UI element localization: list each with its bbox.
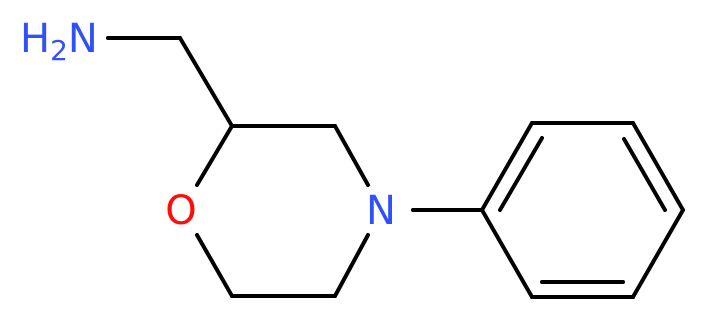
nitrogen-atom: N <box>366 188 396 234</box>
amine-hydrogen: H <box>20 16 50 62</box>
ring-bond-4 <box>631 208 685 299</box>
bond-c3-n4 <box>333 124 370 187</box>
bond-c6-o1 <box>195 233 234 298</box>
oxygen-atom: O <box>165 188 196 234</box>
ring-bond-3 <box>631 121 685 212</box>
bond-ch2-c2 <box>178 36 234 128</box>
bond-n4-c5 <box>333 233 370 298</box>
atom-labels: H2N O N <box>20 16 396 234</box>
ring-bond-1 <box>480 121 534 212</box>
amine-subscript: 2 <box>50 34 68 67</box>
bond-o1-c2 <box>195 124 234 187</box>
ring-double-bond-1 <box>498 136 544 212</box>
ring-double-bond-2 <box>622 137 667 212</box>
amine-nitrogen: N <box>68 16 98 62</box>
ring-bond-6 <box>480 208 534 299</box>
bonds <box>106 36 685 299</box>
amine-label: H2N <box>20 16 98 67</box>
